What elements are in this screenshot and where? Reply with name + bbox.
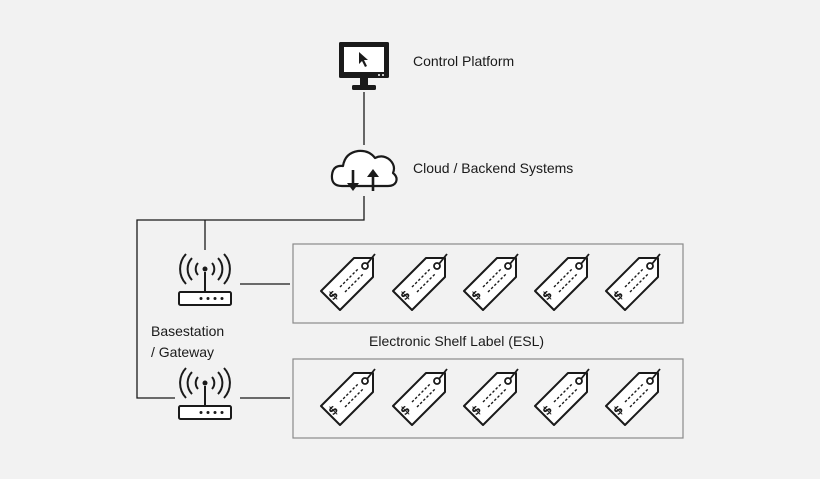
esl-group-box: [292, 243, 684, 324]
wireless-router-icon: [178, 367, 232, 420]
price-tag-icon: [392, 253, 448, 311]
cloud-sync-icon: [330, 149, 398, 191]
gateway-label: / Gateway: [151, 344, 215, 360]
monitor-icon: [339, 42, 389, 90]
price-tag-icon: [605, 368, 661, 426]
price-tag-icon: [463, 253, 519, 311]
price-tag-icon: [534, 368, 590, 426]
wireless-router-icon: [178, 253, 232, 306]
price-tag-icon: [534, 253, 590, 311]
basestation-label: Basestation: [151, 323, 225, 339]
cloud-gateway-bus: [136, 196, 365, 399]
control-platform-label: Control Platform: [413, 53, 515, 69]
esl-group-box: [292, 358, 684, 439]
connector-lines: [136, 92, 365, 399]
price-tag-icon: [463, 368, 519, 426]
esl-label: Electronic Shelf Label (ESL): [369, 333, 545, 349]
cloud-label: Cloud / Backend Systems: [413, 160, 574, 176]
price-tag-icon: [320, 368, 376, 426]
price-tag-icon: [320, 253, 376, 311]
price-tag-icon: [392, 368, 448, 426]
price-tag-icon: [605, 253, 661, 311]
